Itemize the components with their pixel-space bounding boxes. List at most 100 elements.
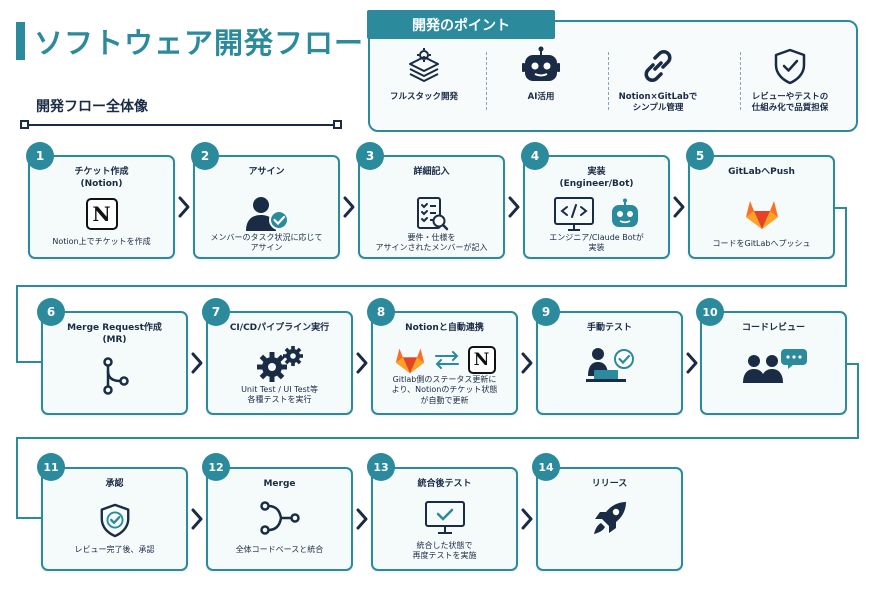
chevron-right-icon: [356, 508, 368, 530]
step-card-14: リリース: [536, 467, 683, 571]
shield-check-icon: [100, 503, 129, 538]
subtitle-underline: [24, 124, 338, 126]
chevron-right-icon: [343, 196, 355, 218]
notion-icon: N: [85, 198, 118, 230]
step-title: 実装(Engineer/Bot): [559, 167, 634, 189]
step-desc: 要件・仕様をアサインされたメンバーが記入: [375, 233, 488, 253]
step-badge-6: 6: [37, 298, 65, 326]
step-title: Merge: [263, 479, 296, 489]
point-fullstack: フルスタック開発: [364, 46, 484, 122]
point-label: レビューやテストの仕組み化で品質担保: [751, 92, 829, 114]
step-desc: 全体コードベースと統合: [235, 545, 324, 554]
rocket-icon: [593, 502, 626, 534]
step-card-6: Merge Request作成(MR): [41, 311, 188, 415]
flow-connector: [16, 285, 847, 287]
flow-connector: [847, 363, 859, 365]
point-divider: [608, 52, 609, 110]
flow-connector: [845, 207, 847, 287]
point-quality: レビューやテストの仕組み化で品質担保: [730, 46, 850, 122]
step-badge-1: 1: [26, 142, 54, 170]
step-card-4: 実装(Engineer/Bot) エンジニア/Claude Botが実装: [523, 155, 670, 259]
step-card-5: GitLabへPush コードをGitLabへプッシュ: [688, 155, 835, 259]
tester-icon: [585, 348, 634, 382]
step-badge-7: 7: [202, 298, 230, 326]
bot-icon: [611, 198, 638, 227]
chevron-right-icon: [191, 352, 203, 374]
step-badge-12: 12: [202, 453, 230, 481]
layers-gear-icon: [404, 46, 444, 86]
step-title: コードレビュー: [741, 323, 805, 333]
step-desc: エンジニア/Claude Botが実装: [549, 233, 644, 253]
step-card-1: チケット作成(Notion) N Notion上でチケットを作成: [28, 155, 175, 259]
merge-icon: [259, 501, 300, 535]
point-divider: [740, 52, 741, 110]
chevron-right-icon: [356, 352, 368, 374]
user-check-icon: [245, 197, 289, 231]
step-card-8: Notionと自動連携 N Gitlab側のステータス更新により、Notionの…: [371, 311, 518, 415]
step-badge-4: 4: [521, 142, 549, 170]
point-ai: AI活用: [481, 46, 601, 122]
step-title: リリース: [591, 479, 628, 489]
step-badge-9: 9: [532, 298, 560, 326]
step-card-13: 統合後テスト 統合した状態で再度テストを実施: [371, 467, 518, 571]
chevron-right-icon: [178, 196, 190, 218]
step-badge-13: 13: [367, 453, 395, 481]
underline-end-right: [333, 120, 342, 129]
point-label: フルスタック開発: [389, 92, 458, 102]
gitlab-icon: [395, 348, 424, 374]
step-desc: Notion上でチケットを作成: [52, 237, 151, 246]
step-title: アサイン: [248, 167, 285, 177]
step-card-9: 手動テスト: [536, 311, 683, 415]
notion-icon: N: [467, 346, 496, 374]
chevron-right-icon: [191, 508, 203, 530]
merge-request-icon: [102, 357, 129, 395]
robot-icon: [521, 46, 561, 86]
step-badge-10: 10: [696, 298, 724, 326]
step-desc: メンバーのタスク状況に応じてアサイン: [210, 233, 323, 253]
step-desc: レビュー完了後、承認: [74, 545, 155, 554]
code-monitor-icon: [553, 197, 594, 231]
monitor-check-icon: [424, 501, 465, 534]
page-title: ソフトウェア開発フロー: [34, 26, 365, 60]
step-desc: コードをGitLabへプッシュ: [712, 239, 811, 248]
gitlab-icon: [745, 201, 778, 229]
step-title: 統合後テスト: [417, 479, 472, 489]
step-card-12: Merge 全体コードベースと統合: [206, 467, 353, 571]
chevron-right-icon: [686, 352, 698, 374]
step-card-2: アサイン メンバーのタスク状況に応じてアサイン: [193, 155, 340, 259]
chevron-right-icon: [508, 196, 520, 218]
step-title: 手動テスト: [586, 323, 632, 333]
step-badge-8: 8: [367, 298, 395, 326]
sync-arrows-icon: [434, 351, 459, 369]
step-title: GitLabへPush: [728, 167, 795, 177]
flow-connector: [16, 285, 18, 363]
link-icon: [638, 46, 678, 86]
point-notion-gitlab: Notion×GitLabでシンプル管理: [598, 46, 718, 122]
step-badge-14: 14: [532, 453, 560, 481]
step-title: Notionと自動連携: [405, 323, 484, 333]
step-badge-11: 11: [37, 453, 65, 481]
flow-connector: [16, 437, 859, 439]
gears-icon: [256, 346, 303, 382]
step-title: Merge Request作成(MR): [67, 323, 162, 345]
review-users-icon: [742, 349, 807, 383]
flow-connector: [16, 437, 18, 519]
chevron-right-icon: [521, 352, 533, 374]
flow-connector: [857, 363, 859, 439]
flow-connector: [835, 207, 847, 209]
step-badge-5: 5: [686, 142, 714, 170]
step-card-7: CI/CDパイプライン実行 Unit Test / UI Test等各種テストを…: [206, 311, 353, 415]
step-desc: 統合した状態で再度テストを実施: [412, 541, 477, 561]
points-header: 開発のポイント: [367, 10, 555, 39]
step-badge-3: 3: [356, 142, 384, 170]
step-card-3: 詳細記入 要件・仕様をアサインされたメンバーが記入: [358, 155, 505, 259]
step-card-11: 承認 レビュー完了後、承認: [41, 467, 188, 571]
shield-check-icon: [770, 46, 810, 86]
step-title: チケット作成(Notion): [74, 167, 129, 189]
step-title: 承認: [105, 479, 124, 489]
step-badge-2: 2: [191, 142, 219, 170]
step-desc: Unit Test / UI Test等各種テストを実行: [241, 385, 318, 405]
flow-connector: [16, 361, 41, 363]
step-title: 詳細記入: [413, 167, 450, 177]
section-subtitle: 開発フロー全体像: [36, 99, 148, 115]
